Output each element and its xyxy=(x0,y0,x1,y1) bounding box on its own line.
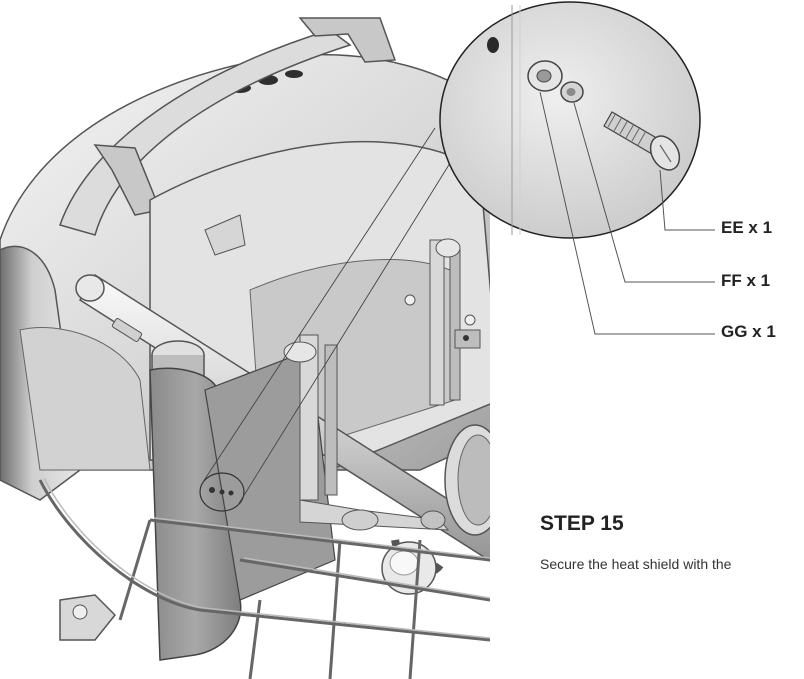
part-label-gg: GG x 1 xyxy=(721,322,776,341)
grill-body xyxy=(0,17,490,679)
zoom-leader-lines xyxy=(202,127,456,506)
lock-washer-icon xyxy=(560,81,584,103)
zoom-callout xyxy=(439,1,701,239)
screw-icon xyxy=(603,111,681,171)
part-callout-lines xyxy=(539,91,715,335)
part-label-ee: EE x 1 xyxy=(721,218,773,237)
step-instruction: Secure the heat shield with the xyxy=(540,556,732,572)
step-title: STEP 15 xyxy=(540,512,624,535)
flat-washer-icon xyxy=(527,60,563,92)
part-label-ff: FF x 1 xyxy=(721,271,771,290)
